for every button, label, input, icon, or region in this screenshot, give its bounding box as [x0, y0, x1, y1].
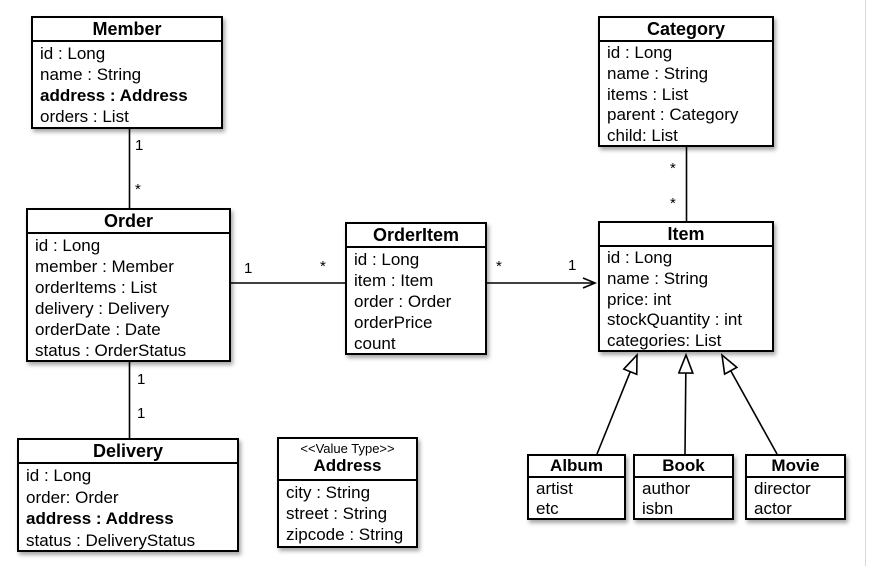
class-attribute: orderDate : Date [35, 320, 161, 339]
class-attribute: zipcode : String [286, 525, 404, 544]
class-attribute: orderItems : List [35, 278, 157, 297]
class-attribute: orders : List [40, 107, 129, 126]
class-title: Order [28, 210, 229, 234]
class-attribute: parent : Category [607, 105, 739, 125]
class-attribute: child: List [607, 126, 678, 146]
class-title: Movie [747, 456, 844, 478]
class-attribute: author [642, 479, 691, 498]
class-title: Book [635, 456, 732, 478]
multiplicity-label: * [670, 195, 676, 212]
class-box-address: <<Value Type>> Address city : String str… [277, 437, 418, 548]
class-attribute: city : String [286, 483, 371, 502]
class-attribute: order: Order [26, 487, 119, 507]
generalization-movie-item [722, 355, 778, 455]
slide-right-edge [865, 0, 866, 566]
multiplicity-label: * [670, 160, 676, 177]
class-attribute: address : Address [26, 509, 174, 528]
class-attribute: street : String [286, 504, 388, 523]
class-attribute: status : DeliveryStatus [26, 530, 196, 550]
class-attribute: address : Address [40, 86, 188, 105]
class-attribute: director [754, 479, 811, 498]
class-attribute: actor [754, 499, 792, 518]
class-title: Category [600, 18, 772, 42]
class-box-movie: Movie director actor [745, 454, 846, 520]
class-attribute: count [354, 334, 396, 353]
class-attribute: member : Member [35, 257, 174, 276]
class-box-delivery: Delivery id : Long order: Order address … [17, 438, 239, 552]
class-box-order: Order id : Long member : Member orderIte… [26, 208, 231, 362]
class-attribute: name : String [607, 268, 709, 288]
class-box-category: Category id : Long name : String items :… [598, 16, 774, 147]
class-attribute: order : Order [354, 292, 452, 311]
class-attribute: id : Long [607, 248, 673, 267]
class-attribute: id : Long [607, 43, 673, 62]
class-attribute: id : Long [354, 250, 420, 269]
class-attribute: name : String [40, 65, 142, 84]
class-attribute: item : Item [354, 271, 434, 290]
class-attribute: id : Long [35, 236, 101, 255]
class-title: Item [600, 223, 772, 247]
multiplicity-label: 1 [244, 260, 253, 277]
multiplicity-label: * [320, 258, 326, 275]
class-attribute: delivery : Delivery [35, 299, 170, 318]
class-attribute: id : Long [40, 44, 106, 63]
class-attribute: artist [536, 479, 573, 498]
multiplicity-label: * [496, 258, 502, 275]
class-box-orderitem: OrderItem id : Long item : Item order : … [345, 222, 487, 355]
class-attribute: etc [536, 499, 559, 518]
class-title: Member [33, 18, 221, 42]
class-title: Address [313, 456, 382, 475]
class-box-member: Member id : Long name : String address :… [31, 16, 223, 129]
class-attribute: orderPrice [354, 313, 433, 332]
class-title: Album [529, 456, 624, 478]
multiplicity-label: * [135, 181, 141, 198]
generalization-book-item [685, 355, 686, 455]
generalization-album-item [596, 355, 637, 455]
stereotype-label: <<Value Type>> [300, 441, 395, 456]
class-attribute: name : String [607, 63, 709, 83]
multiplicity-label: 1 [568, 257, 577, 274]
class-title: Delivery [19, 440, 237, 464]
class-attribute: stockQuantity : int [607, 310, 743, 330]
class-attribute: status : OrderStatus [35, 341, 187, 360]
class-box-album: Album artist etc [527, 454, 626, 520]
class-attribute: price: int [607, 289, 672, 309]
multiplicity-label: 1 [137, 405, 146, 422]
multiplicity-label: 1 [135, 137, 144, 154]
class-attribute: categories: List [607, 331, 722, 351]
class-attribute: items : List [607, 84, 689, 104]
class-box-book: Book author isbn [633, 454, 734, 520]
class-attribute: isbn [642, 499, 674, 518]
class-box-item: Item id : Long name : String price: int … [598, 221, 774, 352]
class-attribute: id : Long [26, 466, 92, 485]
class-title: OrderItem [347, 224, 485, 248]
multiplicity-label: 1 [137, 371, 146, 388]
